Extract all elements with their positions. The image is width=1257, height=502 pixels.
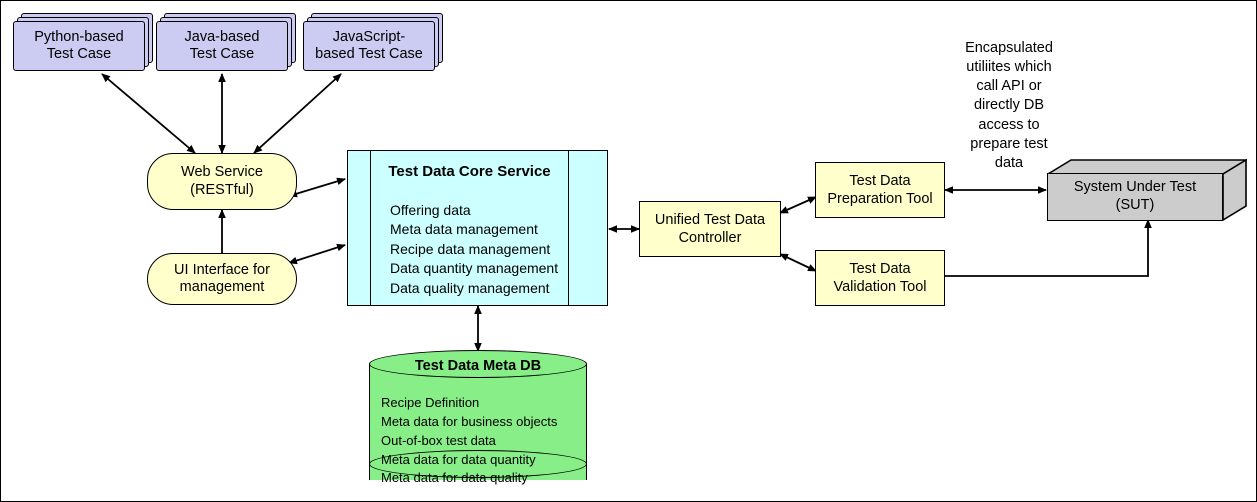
validation-tool-label: Test Data Validation Tool bbox=[833, 260, 927, 295]
sut-front-face: System Under Test (SUT) bbox=[1047, 173, 1223, 221]
controller-label: Unified Test Data Controller bbox=[654, 211, 766, 246]
test-data-validation-tool[interactable]: Test Data Validation Tool bbox=[815, 250, 945, 306]
test-case-javascript[interactable]: JavaScript- based Test Case bbox=[303, 13, 443, 71]
ui-interface-label: UI Interface for management bbox=[174, 261, 270, 295]
db-items: Recipe Definition Meta data for business… bbox=[381, 394, 557, 488]
arrow-ui-core bbox=[288, 243, 346, 265]
stack-layer-front: Java-based Test Case bbox=[156, 21, 288, 71]
stack-layer-front: Python-based Test Case bbox=[13, 21, 145, 71]
preparation-tool-label: Test Data Preparation Tool bbox=[827, 172, 933, 207]
test-case-java[interactable]: Java-based Test Case bbox=[156, 13, 296, 71]
note-line: call API or bbox=[976, 78, 1042, 95]
db-item: Meta data for business objects bbox=[381, 413, 558, 429]
arrow-controller-preparation bbox=[779, 196, 817, 214]
test-case-python[interactable]: Python-based Test Case bbox=[13, 13, 153, 71]
test-data-preparation-tool[interactable]: Test Data Preparation Tool bbox=[815, 162, 945, 218]
core-item: Data quality management bbox=[390, 279, 550, 296]
sut-label: System Under Test (SUT) bbox=[1073, 179, 1197, 213]
db-item: Meta data for data quality bbox=[381, 470, 528, 486]
cylinder-top bbox=[369, 350, 587, 378]
arrow-webservice-core bbox=[288, 177, 346, 198]
core-left-divider bbox=[370, 151, 371, 305]
arrow-javascript-webservice bbox=[253, 73, 342, 154]
core-service-title: Test Data Core Service bbox=[388, 163, 551, 180]
web-service-label: Web Service (RESTful) bbox=[181, 164, 263, 198]
encapsulated-utilities-note: Encapsulated utiliites which call API or… bbox=[939, 39, 1079, 173]
system-under-test[interactable]: System Under Test (SUT) bbox=[1047, 159, 1247, 221]
test-case-javascript-label: JavaScript- based Test Case bbox=[315, 28, 423, 62]
note-line: prepare test bbox=[970, 135, 1048, 152]
unified-test-data-controller[interactable]: Unified Test Data Controller bbox=[639, 201, 781, 257]
stack-layer-front: JavaScript- based Test Case bbox=[303, 21, 435, 71]
core-item: Data quantity management bbox=[390, 260, 559, 277]
core-item: Recipe data management bbox=[390, 240, 551, 257]
test-data-core-service[interactable]: Test Data Core Service Offering data Met… bbox=[347, 150, 608, 306]
note-line: Encapsulated bbox=[965, 40, 1053, 56]
core-service-items: Offering data Meta data management Recip… bbox=[390, 201, 558, 298]
arrow-controller-validation bbox=[779, 253, 817, 272]
sut-3d-faces bbox=[1047, 159, 1247, 221]
note-line: data bbox=[994, 154, 1024, 171]
ui-interface-node[interactable]: UI Interface for management bbox=[147, 253, 297, 305]
test-data-meta-db[interactable]: Test Data Meta DB Recipe Definition Meta… bbox=[369, 350, 587, 485]
arrow-validation-sut bbox=[945, 219, 1152, 277]
test-case-python-label: Python-based Test Case bbox=[34, 28, 124, 62]
db-item: Recipe Definition bbox=[381, 395, 480, 410]
test-case-java-label: Java-based Test Case bbox=[184, 28, 260, 62]
arrow-python-webservice bbox=[101, 73, 196, 154]
cylinder-bottom bbox=[369, 450, 587, 478]
db-item: Meta data for data quantity bbox=[381, 451, 536, 467]
core-item: Offering data bbox=[390, 202, 471, 218]
note-line: directly DB bbox=[973, 97, 1045, 114]
core-right-divider bbox=[568, 151, 569, 305]
db-title: Test Data Meta DB bbox=[414, 358, 542, 374]
db-item: Out-of-box test data bbox=[381, 432, 496, 448]
note-line: access to bbox=[978, 116, 1040, 133]
web-service-node[interactable]: Web Service (RESTful) bbox=[147, 153, 297, 210]
core-item: Meta data management bbox=[390, 221, 538, 238]
note-line: utiliites which bbox=[966, 59, 1052, 76]
